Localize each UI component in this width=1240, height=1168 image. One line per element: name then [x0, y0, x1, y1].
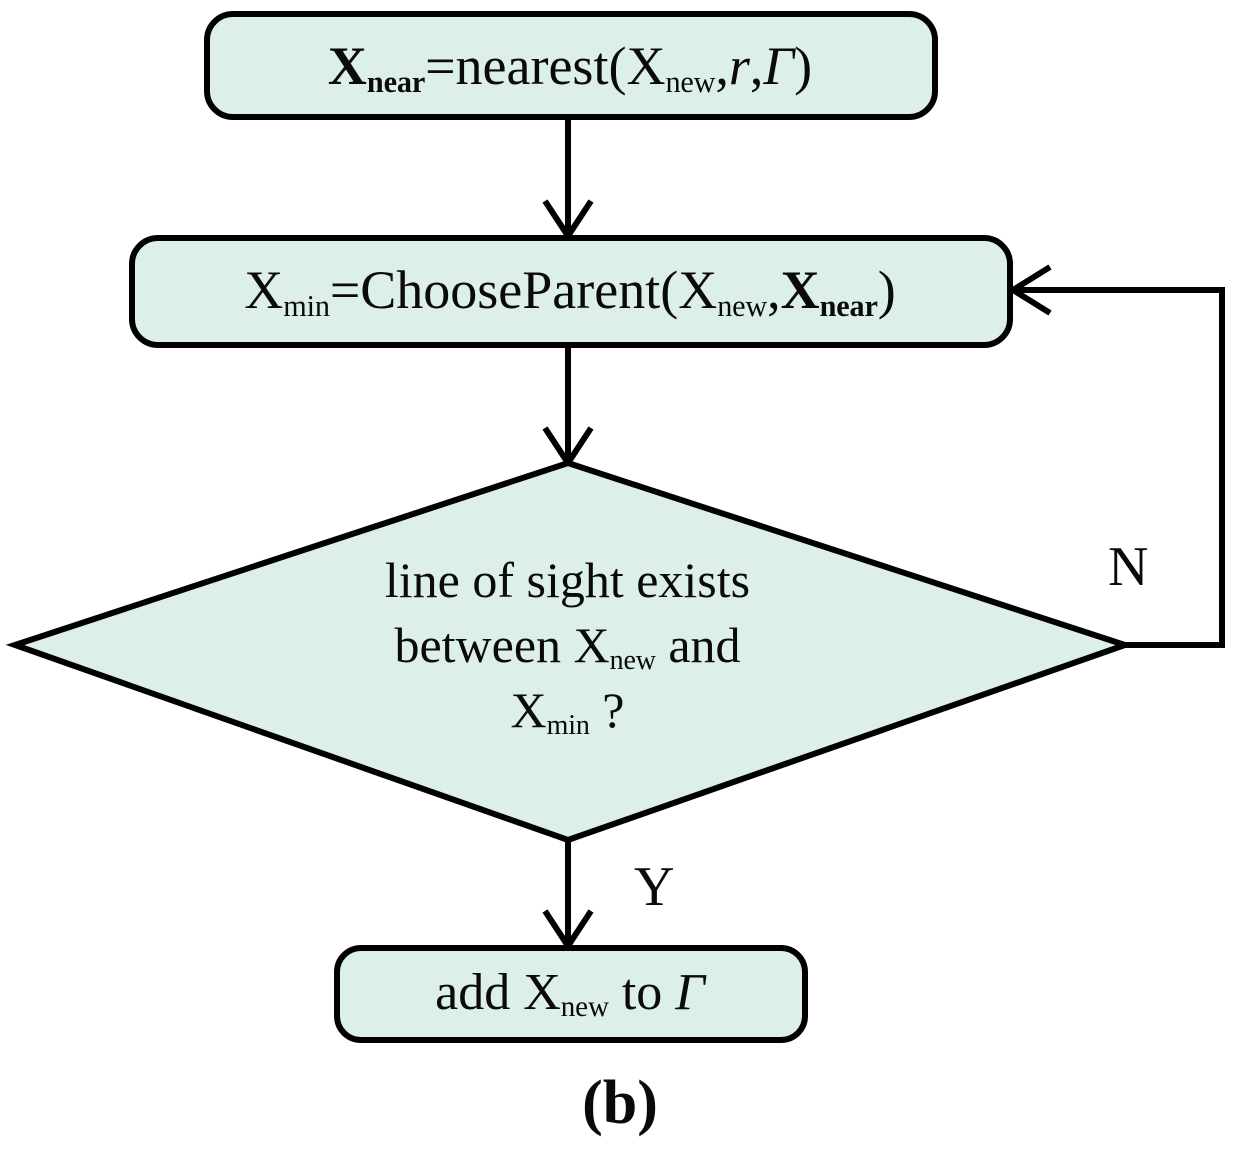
edge-diamond-no	[1016, 287, 1225, 648]
edge-diamond-no-arrowhead	[1007, 264, 1052, 316]
node-box-chooseparent[interactable]	[129, 235, 1013, 348]
node-diamond-line-of-sight[interactable]	[5, 459, 1135, 844]
node-box-nearest[interactable]	[204, 11, 938, 120]
node-box-add-xnew[interactable]	[334, 945, 808, 1043]
